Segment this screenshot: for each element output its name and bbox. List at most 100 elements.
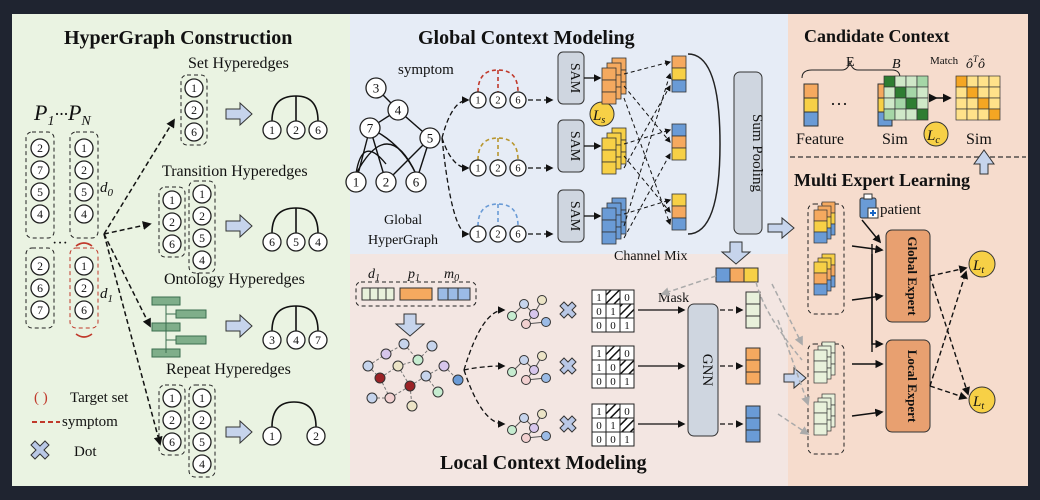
- input-d1: d1: [368, 267, 380, 284]
- patient-label: patient: [880, 202, 922, 218]
- svg-text:0: 0: [624, 406, 630, 418]
- branch-node: [537, 295, 547, 305]
- local-branches: [463, 295, 577, 443]
- hollow-arrow: [225, 419, 253, 445]
- svg-text:SAM: SAM: [567, 201, 582, 232]
- local-inputs: [355, 281, 477, 307]
- hollow-arrows: [225, 101, 253, 445]
- trans-box-b-frame: [188, 180, 216, 274]
- svg-text:1: 1: [624, 320, 630, 332]
- sim-cell: [916, 97, 929, 110]
- code-node: 2: [74, 160, 94, 180]
- graph-node: 4: [387, 99, 409, 121]
- set-hyperedges-label: Set Hyperedges: [188, 55, 289, 72]
- svg-text:4: 4: [81, 208, 87, 221]
- code-node: 7: [308, 330, 328, 350]
- sim-cell: [966, 75, 979, 88]
- sim-cell: [883, 108, 896, 121]
- title-global: Global Context Modeling: [418, 27, 635, 49]
- svg-text:6: 6: [81, 304, 87, 317]
- svg-text:4: 4: [315, 236, 321, 249]
- svg-text:1: 1: [169, 194, 175, 207]
- matrix-cell: [605, 403, 621, 419]
- e-brace: [801, 61, 901, 79]
- svg-text:5: 5: [37, 186, 43, 199]
- svg-text:1: 1: [353, 175, 360, 190]
- sim-cell: [916, 108, 929, 121]
- set-box-frame: [180, 74, 208, 146]
- mix-line: [623, 152, 671, 239]
- trans-box-a-frame: [158, 186, 186, 258]
- code-node: 1: [74, 256, 94, 276]
- code-node: 5: [74, 182, 94, 202]
- svg-text:1: 1: [199, 188, 205, 201]
- sim-label: Sim: [882, 131, 908, 148]
- local-node: [380, 348, 392, 360]
- visit-dots: ···: [52, 235, 68, 252]
- global-expert-stack: [807, 201, 845, 315]
- code-node: 6: [262, 232, 282, 252]
- local-node: [426, 340, 438, 352]
- sam-box: SAM: [557, 189, 602, 243]
- code-node: 2: [489, 225, 507, 243]
- matrix-cell: [619, 373, 635, 389]
- svg-text:1: 1: [191, 82, 197, 95]
- local-branch: [463, 369, 577, 443]
- sim-cell: [966, 86, 979, 99]
- code-node: 2: [306, 426, 326, 446]
- local-node: [406, 400, 418, 412]
- mixed-2: [671, 123, 687, 161]
- dot-op-icon: [559, 415, 577, 433]
- svg-text:1: 1: [81, 260, 87, 273]
- sim-cell: [977, 97, 990, 110]
- svg-text:3: 3: [269, 334, 275, 347]
- svg-text:Lt: Lt: [972, 258, 984, 276]
- loss-t-badge-1: Lt: [968, 250, 996, 278]
- visit-d0: d0: [100, 180, 114, 199]
- svg-text:4: 4: [37, 208, 43, 221]
- svg-text:0: 0: [610, 362, 616, 374]
- svg-text:7: 7: [315, 334, 321, 347]
- gnn-box: [687, 303, 719, 437]
- code-node: 4: [30, 204, 50, 224]
- mix-line: [623, 155, 671, 213]
- ontology-tree-icon: [151, 296, 207, 358]
- svg-text:2: 2: [293, 124, 299, 137]
- input-m0: m0: [444, 267, 459, 284]
- svg-text:7: 7: [37, 304, 43, 317]
- local-expert-stack: [807, 341, 845, 455]
- svg-text:2: 2: [495, 164, 500, 175]
- code-node: 1: [192, 184, 212, 204]
- legend-dot-icon: [30, 440, 50, 460]
- mix-line: [623, 97, 672, 226]
- branch-node: [537, 351, 547, 361]
- branch-node: [537, 409, 547, 419]
- svg-text:2: 2: [169, 414, 175, 427]
- mask-arrow: [660, 275, 717, 296]
- sim-label-2: Sim: [966, 131, 992, 148]
- code-node: 6: [74, 300, 94, 320]
- sum-pooling-label: Sum Pooling: [749, 114, 765, 192]
- code-node: 2: [30, 138, 50, 158]
- svg-text:1: 1: [596, 348, 602, 360]
- code-node: 2: [192, 410, 212, 430]
- branch-node: [507, 367, 517, 377]
- svg-text:6: 6: [37, 282, 43, 295]
- svg-text:3: 3: [373, 81, 380, 96]
- svg-text:5: 5: [293, 236, 299, 249]
- svg-text:2: 2: [313, 430, 319, 443]
- code-node: 4: [192, 454, 212, 474]
- svg-text:SAM: SAM: [567, 63, 582, 94]
- mixed-1: [671, 55, 687, 93]
- code-node: 6: [509, 159, 527, 177]
- svg-text:4: 4: [199, 254, 205, 267]
- branch-node: [529, 309, 539, 319]
- branch-node: [519, 413, 529, 423]
- svg-text:2: 2: [383, 175, 390, 190]
